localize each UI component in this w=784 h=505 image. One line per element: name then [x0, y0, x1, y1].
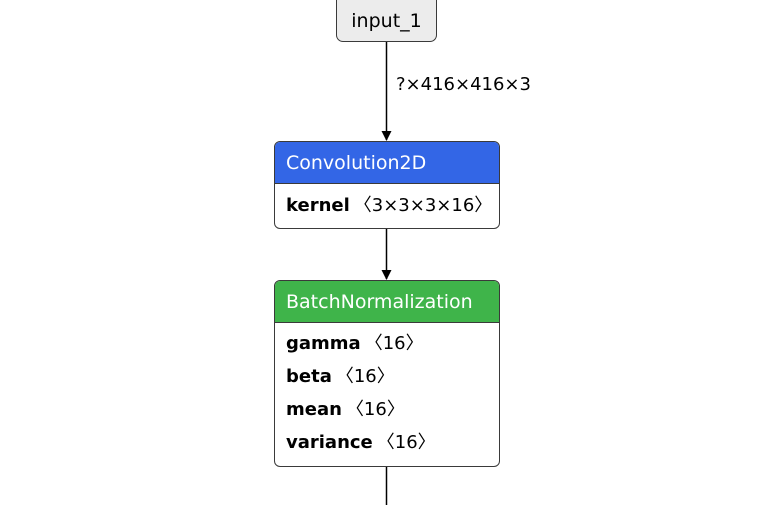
node-convolution2d-header[interactable]: Convolution2D	[275, 142, 499, 184]
attribute-value: 〈16〉	[376, 432, 436, 453]
attribute-beta[interactable]: beta〈16〉	[275, 360, 499, 393]
attribute-list: gamma〈16〉 beta〈16〉 mean〈16〉 variance〈16〉	[275, 323, 499, 459]
attribute-kernel[interactable]: kernel〈3×3×3×16〉	[275, 184, 499, 228]
attribute-name: kernel	[286, 195, 350, 216]
attribute-mean[interactable]: mean〈16〉	[275, 393, 499, 426]
attribute-value: 〈16〉	[364, 333, 424, 354]
node-batchnormalization[interactable]: BatchNormalization gamma〈16〉 beta〈16〉 me…	[274, 280, 500, 467]
attribute-variance[interactable]: variance〈16〉	[275, 426, 499, 459]
edge-tensor-shape-label: ?×416×416×3	[396, 74, 531, 95]
attribute-value: 〈16〉	[345, 399, 405, 420]
node-convolution2d[interactable]: Convolution2D kernel〈3×3×3×16〉	[274, 141, 500, 229]
attribute-name: beta	[286, 366, 332, 387]
attribute-gamma[interactable]: gamma〈16〉	[275, 327, 499, 360]
attribute-name: gamma	[286, 333, 361, 354]
node-batchnormalization-header[interactable]: BatchNormalization	[275, 281, 499, 323]
attribute-value: 〈3×3×3×16〉	[353, 195, 493, 216]
node-input[interactable]: input_1	[336, 0, 437, 42]
attribute-name: mean	[286, 399, 342, 420]
attribute-name: variance	[286, 432, 373, 453]
node-input-label: input_1	[351, 9, 422, 32]
attribute-value: 〈16〉	[335, 366, 395, 387]
